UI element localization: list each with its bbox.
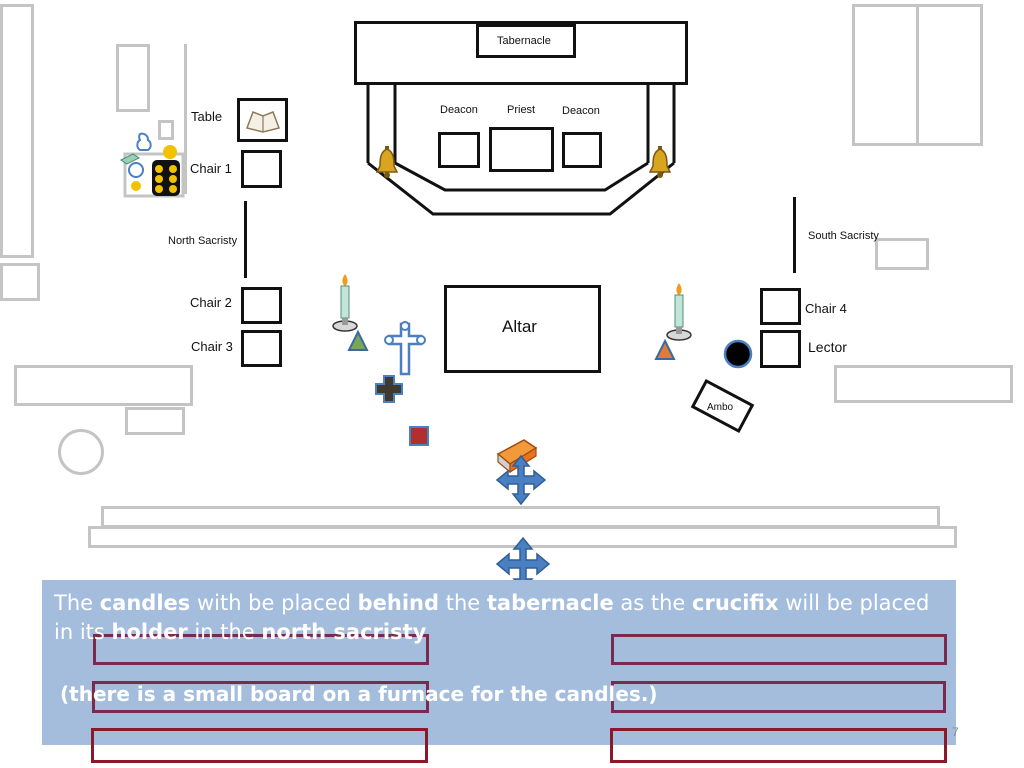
caption-part: the bbox=[439, 591, 487, 615]
left-divider-line bbox=[184, 44, 187, 194]
move-arrows-icon bbox=[495, 454, 547, 506]
ambo-label: Ambo bbox=[707, 402, 734, 413]
chair3 bbox=[241, 330, 282, 367]
placeholder-box-right-1 bbox=[611, 634, 947, 665]
left-small-pew bbox=[125, 407, 185, 435]
baptismal-font bbox=[58, 429, 104, 475]
bell-icon bbox=[375, 146, 399, 178]
deacon-left-seat bbox=[438, 132, 480, 168]
tabernacle-platform bbox=[354, 21, 688, 85]
book-icon bbox=[246, 111, 280, 133]
placeholder-box-left-3 bbox=[91, 728, 428, 763]
chair1 bbox=[241, 150, 282, 188]
caption-bold: crucifix bbox=[692, 591, 779, 615]
tabernacle-label: Tabernacle bbox=[497, 35, 551, 47]
right-small-block bbox=[875, 238, 929, 270]
triangle-marker-icon bbox=[347, 329, 369, 351]
left-pew bbox=[14, 365, 193, 406]
table-label: Table bbox=[191, 109, 223, 124]
caption-bold: holder bbox=[111, 620, 188, 644]
placeholder-box-left-2 bbox=[92, 681, 429, 713]
candle-icon bbox=[332, 274, 358, 332]
caption-note: (there is a small board on a furnace for… bbox=[60, 682, 658, 706]
page-number: 7 bbox=[952, 725, 959, 739]
placeholder-box-right-3 bbox=[610, 728, 947, 763]
left-wall-panel bbox=[0, 4, 34, 258]
priest-seat bbox=[489, 127, 554, 172]
triangle-marker-icon bbox=[654, 338, 676, 360]
caption-bold: north sacristy bbox=[261, 620, 427, 644]
chair2 bbox=[241, 287, 282, 324]
south-sacristy-wall bbox=[793, 197, 796, 273]
candle-icon bbox=[666, 283, 692, 341]
altar bbox=[444, 285, 601, 373]
south-sacristy-label: South Sacristy bbox=[808, 230, 879, 242]
left-small-square bbox=[158, 120, 174, 140]
bell-icon bbox=[648, 146, 672, 178]
deacon-right-label: Deacon bbox=[562, 105, 600, 117]
placeholder-box-right-2 bbox=[611, 681, 946, 713]
deacon-right-seat bbox=[562, 132, 602, 168]
chair4 bbox=[760, 288, 801, 325]
square-marker-icon bbox=[409, 426, 429, 446]
deacon-left-label: Deacon bbox=[440, 104, 478, 116]
caption-part: The bbox=[54, 591, 100, 615]
right-cabinet-divider bbox=[916, 4, 919, 146]
north-sacristy-wall bbox=[244, 201, 247, 278]
chair3-label: Chair 3 bbox=[191, 339, 233, 354]
left-wall-block bbox=[0, 263, 40, 301]
right-pew bbox=[834, 365, 1013, 403]
circle-marker-icon bbox=[723, 339, 753, 369]
caption-bold: behind bbox=[357, 591, 440, 615]
placeholder-box-left-1 bbox=[93, 634, 429, 665]
left-cabinet bbox=[116, 44, 150, 112]
priest-label: Priest bbox=[507, 104, 536, 116]
tabernacle bbox=[476, 24, 576, 58]
caption-part: as the bbox=[613, 591, 693, 615]
north-sacristy-label: North Sacristy bbox=[168, 235, 238, 247]
caption-part: with be placed bbox=[190, 591, 358, 615]
caption-part: will be placed in its bbox=[54, 591, 930, 644]
caption-bold: candles bbox=[99, 591, 191, 615]
chair2-label: Chair 2 bbox=[190, 295, 232, 310]
lector-label: Lector bbox=[808, 339, 847, 355]
cross-marker-icon bbox=[375, 375, 403, 403]
chair4-label: Chair 4 bbox=[805, 301, 847, 316]
lector-seat bbox=[760, 330, 801, 368]
caption-part: in the bbox=[187, 620, 262, 644]
processional-cross-icon bbox=[384, 321, 426, 376]
credence-table bbox=[237, 98, 288, 142]
chair1-label: Chair 1 bbox=[190, 161, 232, 176]
altar-server-items-icon bbox=[120, 132, 185, 198]
caption-bold: tabernacle bbox=[486, 591, 614, 615]
altar-label: Altar bbox=[502, 317, 537, 336]
caption-text: The candles with be placed behind the ta… bbox=[54, 589, 954, 647]
